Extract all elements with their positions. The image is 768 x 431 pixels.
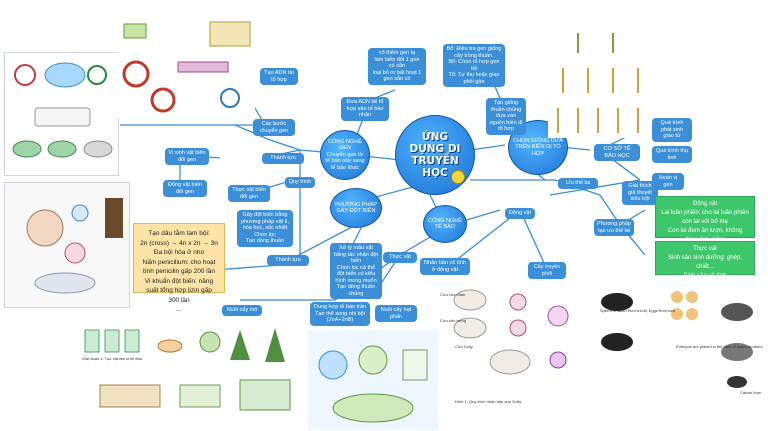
nuoi-cay-mo-label: Nuôi cấy mô [222, 305, 262, 316]
cow2-caption: Embryos are placed in the uteri of foste… [676, 344, 763, 349]
thu-tinh-label: Quá trình thụ tinh [652, 146, 692, 163]
select-desc-label: Tạo giống thuần chủng dựa vào nguồn biến… [486, 98, 526, 135]
mutation-process-box: Gây đột biến bằng phương pháp vật lí, hó… [237, 210, 293, 247]
dv-label: Động vật biến đổi gen [163, 180, 207, 197]
cay-truyen-label: Cấy truyền phôi [528, 262, 566, 279]
cow3-caption: Calves born [740, 390, 762, 395]
thanh-tuu-gen-label: Thành tựu [262, 153, 304, 164]
dolly-caption: Hình 1. Quy trình nhân bản cừu Dolly [455, 399, 522, 404]
cac-buoc-label: Các bước chuyển gen [253, 119, 295, 136]
dolly2-caption: Cừu cho trứng [440, 318, 467, 323]
cell-fusion-photo [308, 330, 438, 430]
central-topic: ỨNG DỤNG DI TRUYỀN HỌC [395, 115, 475, 195]
quy-trinh-label: Quy trình [285, 177, 315, 188]
tv-label: Thực vật biến đổi gen [228, 185, 270, 202]
uu-the-lai-label: Ưu thế lai [558, 178, 598, 189]
gene-transfer-diagram [4, 52, 119, 176]
gen-photo [4, 182, 130, 308]
tissue-culture-photo [80, 320, 308, 424]
branch-mutation: PHƯƠNG PHÁP GÂY ĐỘT BIẾN [330, 188, 382, 228]
phat-sinh-label: Quá trình phát sinh giao tử [652, 118, 692, 142]
green-plant-box: Thực vật Sinh sản sinh dưỡng: ghép, chiế… [655, 241, 755, 279]
green-animal-box: Động vật Lai luân phiên: cho lai luân ph… [655, 196, 755, 243]
smiley-icon [451, 170, 465, 184]
co-so-label: CƠ SỞ TẾ BÀO HỌC [594, 144, 640, 161]
gene-tag-label: Bổ: Điều tra gen giống cây trồng thuần. … [443, 44, 505, 87]
central-title: ỨNG DỤNG DI TRUYỀN HỌC [409, 131, 461, 179]
mut-desc-box: Xử lý mẫu vật bằng tác nhân đột biến Chọ… [330, 243, 382, 299]
dong-hop-label: Dung hợp tế bào trần Tạo thể song nhị bộ… [310, 302, 370, 326]
giai-thich-label: Giải thích giả thuyết siêu trội [622, 181, 658, 205]
cow1-caption: Sperm is taken from a bull; Eggs from co… [600, 308, 676, 313]
nuoi-cay-hat-label: Nuôi cấy hạt phấn [375, 305, 417, 322]
pp-tao-label: Phương pháp tạo ưu thế lai [594, 219, 634, 236]
dong-vat-cell-label: Động vật [505, 208, 535, 219]
plasmid-diagram [118, 20, 255, 118]
dolly3-caption: Cừu Dolly [455, 344, 473, 349]
thanh-tuu-mut-label: Thành tựu [267, 255, 309, 266]
tao-adn-label: Tạo ADN tái tổ hợp [260, 68, 298, 85]
branch-gen: CÔNG NGHỆ GEN Chuyển gen từ tế bào này s… [320, 130, 370, 180]
thuc-vat-cell-label: Thực vật [383, 252, 417, 263]
giai-doan-caption: Giai đoạn 1: Tạo vật liệu khởi đầu [82, 356, 142, 361]
cow-embryo-transfer-diagram [597, 282, 765, 394]
dolly1-caption: Cừu cho nhân [440, 292, 466, 297]
dolly-cloning-diagram [440, 280, 600, 398]
crop-pedigree-diagram [548, 28, 650, 138]
dua-adn-label: Đưa ADN tái tổ hợp vào tế bào nhận [341, 97, 389, 121]
hoan-vi-label: Hoán vị gen [652, 173, 684, 190]
branch-cell: CÔNG NGHỆ TẾ BÀO [423, 205, 467, 243]
vsv-label: Vi sinh vật biến đổi gen [165, 148, 209, 165]
mutation-achievements-box: Tạo dâu tằm tam bội: 2n (cross) → 4n x 2… [133, 223, 225, 313]
cut-gen-box: cô thêm gen lạ làm biến đổi 1 gen có sẵn… [368, 48, 426, 85]
nhan-ban-label: Nhân bản vô tính ở động vật [420, 258, 470, 275]
